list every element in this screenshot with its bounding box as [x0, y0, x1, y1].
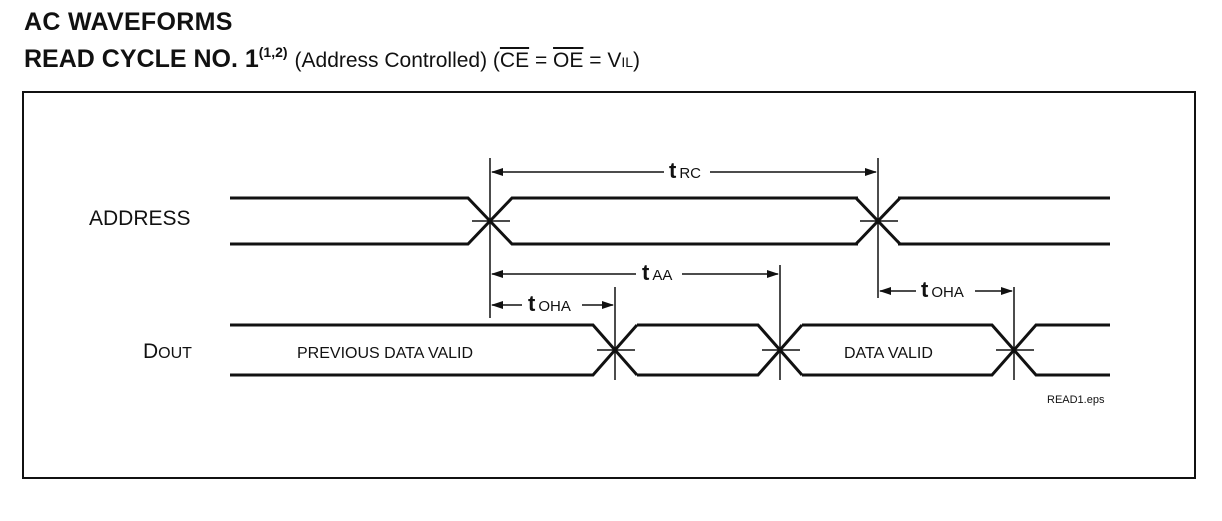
vil-eq: = V: [583, 49, 622, 72]
toha2-sub: OHA: [931, 284, 964, 301]
address-trace-low-to-high: [230, 196, 1110, 246]
data-valid-label: DATA VALID: [844, 345, 933, 362]
previous-data-label: PREVIOUS DATA VALID: [297, 345, 473, 362]
toha1-sub: OHA: [538, 298, 571, 315]
subtitle-footnote: (1,2): [258, 44, 288, 60]
waveform-frame: [22, 91, 1196, 479]
toha2-t: t: [921, 277, 929, 302]
dout-signal-label: DOUT: [143, 340, 192, 363]
subtitle-condition: (Address Controlled) (CE = OE = VIL): [295, 49, 641, 72]
address-transition-2: [512, 196, 1110, 246]
dout-letter: D: [143, 340, 158, 363]
subtitle-main: READ CYCLE NO. 1: [24, 45, 259, 73]
eq-sign: =: [529, 49, 554, 72]
taa-sub: AA: [652, 267, 672, 284]
taa-t: t: [642, 260, 650, 285]
address-waveform: [230, 196, 1110, 246]
figure-id: READ1.eps: [1047, 394, 1105, 406]
oe-signal: OE: [553, 49, 584, 72]
subtitle-paren: (Address Controlled) (: [294, 49, 500, 72]
address-trace-high-to-low: [230, 196, 1110, 246]
trc-sub: RC: [679, 165, 701, 182]
page-title: AC WAVEFORMS: [24, 8, 233, 36]
ce-signal: CE: [499, 49, 530, 72]
vil-subscript: IL: [621, 54, 634, 70]
toha1-t: t: [528, 291, 536, 316]
dout-sub: OUT: [158, 345, 192, 362]
reference-lines: [489, 158, 1015, 380]
cross-ticks: [472, 220, 1034, 351]
address-signal-label: ADDRESS: [89, 207, 191, 230]
timing-arrows: [491, 168, 1013, 309]
page-subtitle: READ CYCLE NO. 1(1,2) (Address Controlle…: [24, 44, 640, 74]
subtitle-close: ): [633, 49, 641, 72]
trc-t: t: [669, 158, 677, 183]
